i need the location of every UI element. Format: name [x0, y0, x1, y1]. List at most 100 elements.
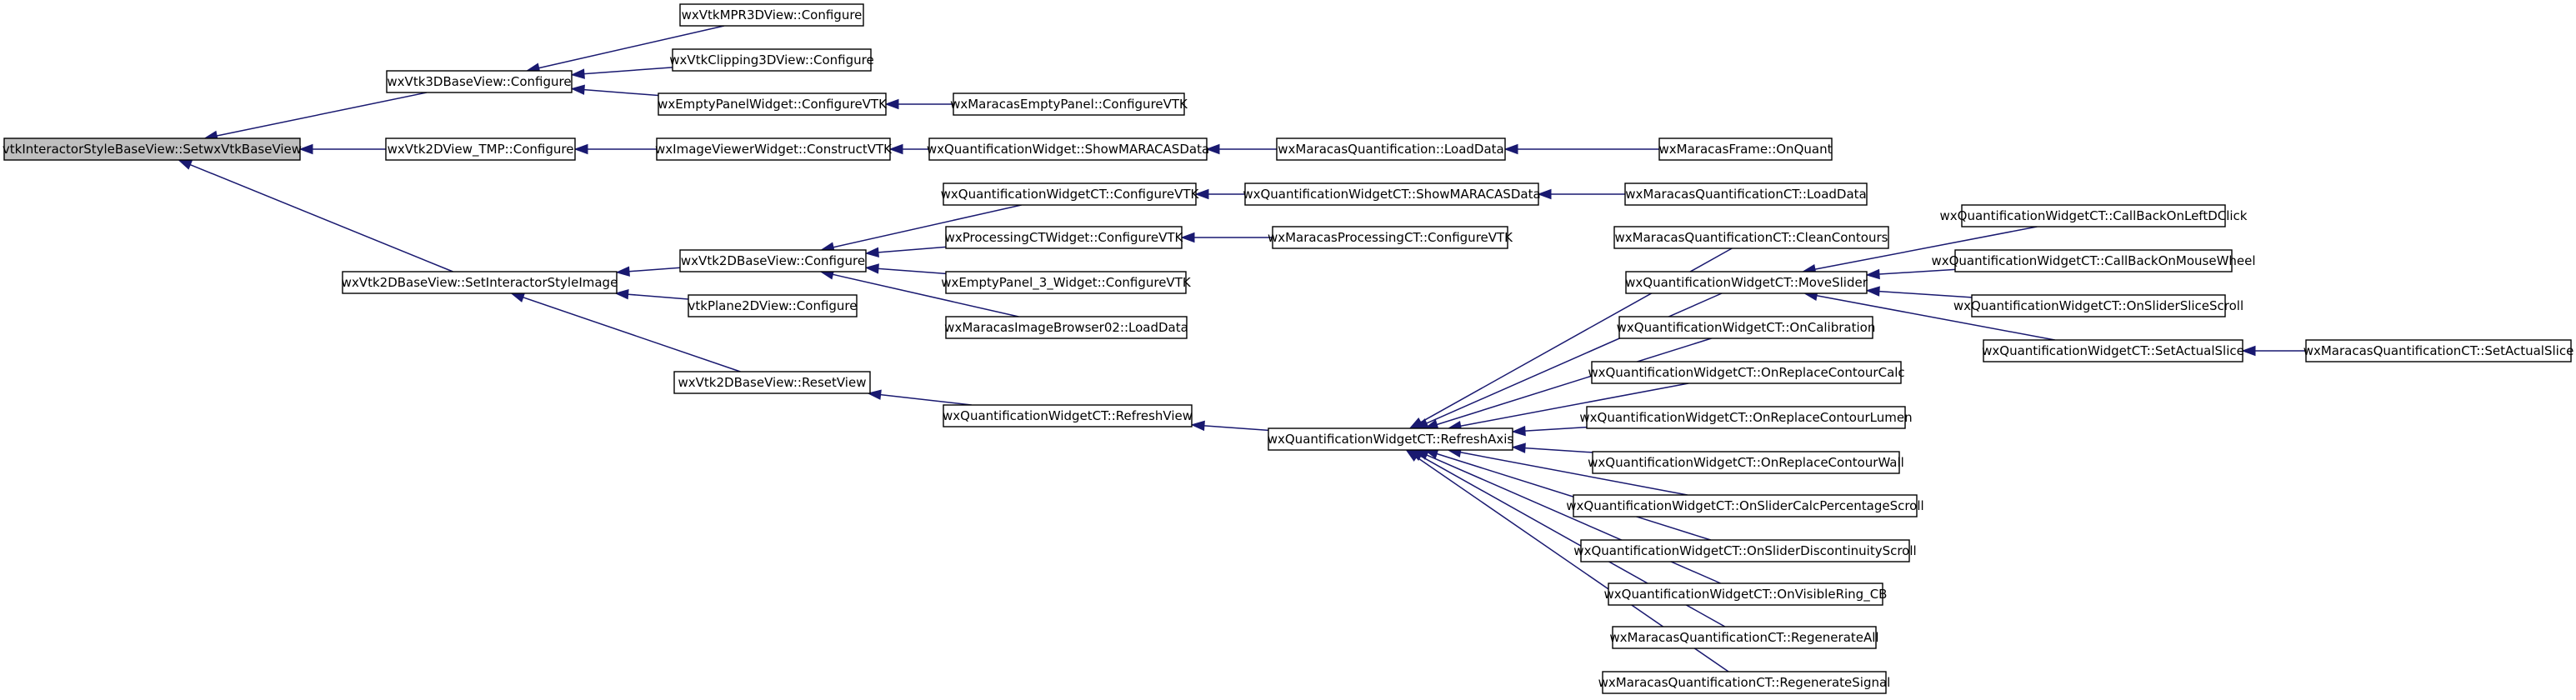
node-box: [672, 48, 872, 72]
edge-line: [1524, 426, 1588, 432]
arrowhead: [1190, 420, 1205, 432]
node-label: wxQuantificationWidgetCT::MoveSlider: [1625, 275, 1868, 290]
node-mqctLoad[interactable]: wxMaracasQuantificationCT::LoadData: [1624, 182, 1868, 206]
edge-plane2d-to-setStyle: [614, 289, 689, 300]
node-regenAll[interactable]: wxMaracasQuantificationCT::RegenerateAll: [1609, 626, 1879, 649]
node-visibleRing[interactable]: wxQuantificationWidgetCT::OnVisibleRing_…: [1604, 582, 1888, 606]
node-mqLoad[interactable]: wxMaracasQuantification::LoadData: [1276, 138, 1506, 161]
arrowhead: [1865, 286, 1880, 297]
node-label: wxMaracasQuantificationCT::LoadData: [1625, 187, 1866, 202]
edge-line: [1426, 292, 1723, 424]
node-label: wxQuantificationWidgetCT::SetActualSlice: [1982, 343, 2244, 358]
node-box: [656, 138, 891, 161]
node-refreshAxis[interactable]: wxQuantificationWidgetCT::RefreshAxis: [1268, 428, 1514, 451]
node-plane2d[interactable]: vtkPlane2DView::Configure: [688, 294, 858, 318]
arrowhead: [1194, 188, 1209, 200]
node-label: wxQuantificationWidgetCT::RefreshView: [943, 408, 1193, 423]
edge-line: [833, 204, 1022, 248]
edge-line: [628, 267, 681, 272]
arrowhead: [298, 143, 313, 155]
node-browser02[interactable]: wxMaracasImageBrowser02::LoadData: [944, 316, 1188, 339]
node-emptyPanelW[interactable]: wxEmptyPanelWidget::ConfigureVTK: [658, 92, 888, 116]
node-box: [1592, 451, 1900, 474]
node-label: wxMaracasQuantification::LoadData: [1278, 142, 1503, 157]
node-setActualSlice[interactable]: wxQuantificationWidgetCT::SetActualSlice: [1982, 339, 2244, 362]
node-label: wxMaracasQuantificationCT::SetActualSlic…: [2303, 343, 2574, 358]
node-cleanContours[interactable]: wxMaracasQuantificationCT::CleanContours: [1613, 226, 1889, 249]
arrowhead: [614, 289, 629, 300]
node-mpr3d[interactable]: wxVtkMPR3DView::Configure: [679, 3, 864, 27]
node-onCalibration[interactable]: wxQuantificationWidgetCT::OnCalibration: [1617, 316, 1876, 339]
edge-line: [1203, 425, 1269, 432]
node-box: [1608, 582, 1883, 606]
edge-line: [1524, 447, 1593, 453]
node-replCalc[interactable]: wxQuantificationWidgetCT::OnReplaceConto…: [1588, 361, 1905, 384]
edge-replWall-to-refreshAxis: [1511, 442, 1593, 453]
node-clip3d[interactable]: wxVtkClipping3DView::Configure: [669, 48, 874, 72]
arrowhead: [888, 143, 903, 155]
node-replWall[interactable]: wxQuantificationWidgetCT::OnReplaceConto…: [1588, 451, 1904, 474]
node-box: [679, 249, 867, 272]
node-empty3[interactable]: wxEmptyPanel_3_Widget::ConfigureVTK: [941, 271, 1192, 294]
node-b2dConf[interactable]: wxVtk2DBaseView::Configure: [679, 249, 867, 272]
node-label: wxVtk2DBaseView::ResetView: [678, 375, 867, 390]
node-refreshView[interactable]: wxQuantificationWidgetCT::RefreshView: [943, 404, 1193, 428]
node-mprocCT[interactable]: wxMaracasProcessingCT::ConfigureVTK: [1268, 226, 1513, 249]
node-n3dConf[interactable]: wxVtk3DBaseView::Configure: [386, 70, 573, 93]
node-mqctSetSlice[interactable]: wxMaracasQuantificationCT::SetActualSlic…: [2303, 339, 2574, 362]
node-resetView[interactable]: wxVtk2DBaseView::ResetView: [673, 371, 871, 394]
node-qwShow[interactable]: wxQuantificationWidget::ShowMARACASData: [927, 138, 1209, 161]
node-box: [1268, 428, 1513, 451]
arrowhead: [510, 292, 526, 302]
edge-line: [1460, 452, 1688, 496]
node-box: [386, 70, 573, 93]
node-root[interactable]: vtkInteractorStyleBaseView::SetwxVtkBase…: [3, 138, 302, 161]
node-cbLeftDClick[interactable]: wxQuantificationWidgetCT::CallBackOnLeft…: [1940, 204, 2248, 228]
node-box: [945, 226, 1183, 249]
node-maracasEmpty[interactable]: wxMaracasEmptyPanel::ConfigureVTK: [950, 92, 1188, 116]
node-label: wxMaracasEmptyPanel::ConfigureVTK: [950, 97, 1188, 112]
edge-moveSlider-to-refreshAxis: [1413, 292, 1723, 429]
node-imgViewer[interactable]: wxImageViewerWidget::ConstructVTK: [655, 138, 893, 161]
edge-line: [1878, 268, 1956, 275]
node-sliderCalcPct[interactable]: wxQuantificationWidgetCT::OnSliderCalcPe…: [1566, 494, 1924, 518]
node-moveSlider[interactable]: wxQuantificationWidgetCT::MoveSlider: [1625, 271, 1868, 294]
node-replLumen[interactable]: wxQuantificationWidgetCT::OnReplaceConto…: [1579, 406, 1913, 429]
node-label: vtkPlane2DView::Configure: [688, 298, 858, 313]
node-box: [3, 138, 301, 161]
node-label: wxEmptyPanelWidget::ConfigureVTK: [658, 97, 888, 112]
node-box: [688, 294, 858, 318]
node-frameOnQuant[interactable]: wxMaracasFrame::OnQuant: [1658, 138, 1833, 161]
node-box: [679, 3, 864, 27]
node-tmp2d[interactable]: wxVtk2DView_TMP::Configure: [385, 138, 576, 161]
node-label: wxQuantificationWidgetCT::RefreshAxis: [1268, 432, 1514, 447]
node-box: [385, 138, 576, 161]
edge-line: [583, 67, 673, 75]
node-onSliceScroll[interactable]: wxQuantificationWidgetCT::OnSliderSliceS…: [1953, 294, 2243, 318]
edge-line: [1816, 295, 2055, 341]
node-label: wxQuantificationWidgetCT::OnCalibration: [1617, 320, 1876, 335]
node-qwctShow[interactable]: wxQuantificationWidgetCT::ShowMARACASDat…: [1243, 182, 1541, 206]
node-label: vtkInteractorStyleBaseView::SetwxVtkBase…: [3, 142, 302, 157]
node-box: [928, 138, 1208, 161]
node-sliderDiscont[interactable]: wxQuantificationWidgetCT::OnSliderDiscon…: [1573, 539, 1917, 562]
edge-tmp2d-to-root: [298, 143, 386, 155]
edge-line: [217, 92, 428, 137]
node-setStyle[interactable]: wxVtk2DBaseView::SetInteractorStyleImage: [342, 271, 618, 294]
edge-clip3d-to-n3dConf: [570, 67, 673, 79]
arrowhead: [1511, 442, 1526, 453]
node-box: [1658, 138, 1833, 161]
node-procCT[interactable]: wxProcessingCTWidget::ConfigureVTK: [945, 226, 1184, 249]
arrowhead: [864, 247, 879, 258]
node-label: wxQuantificationWidgetCT::CallBackOnLeft…: [1940, 208, 2248, 223]
node-cbMouseWheel[interactable]: wxQuantificationWidgetCT::CallBackOnMous…: [1931, 249, 2256, 272]
node-box: [342, 271, 618, 294]
node-qwctConf[interactable]: wxQuantificationWidgetCT::ConfigureVTK: [941, 182, 1200, 206]
node-box: [1612, 626, 1877, 649]
arrowhead: [570, 68, 585, 79]
edge-line: [1460, 382, 1689, 427]
node-regenSignal[interactable]: wxMaracasQuantificationCT::RegenerateSig…: [1598, 671, 1891, 694]
arrowhead: [2241, 345, 2256, 357]
edge-qwctShow-to-qwctConf: [1194, 188, 1245, 200]
edge-maracasEmpty-to-emptyPanelW: [884, 98, 953, 110]
